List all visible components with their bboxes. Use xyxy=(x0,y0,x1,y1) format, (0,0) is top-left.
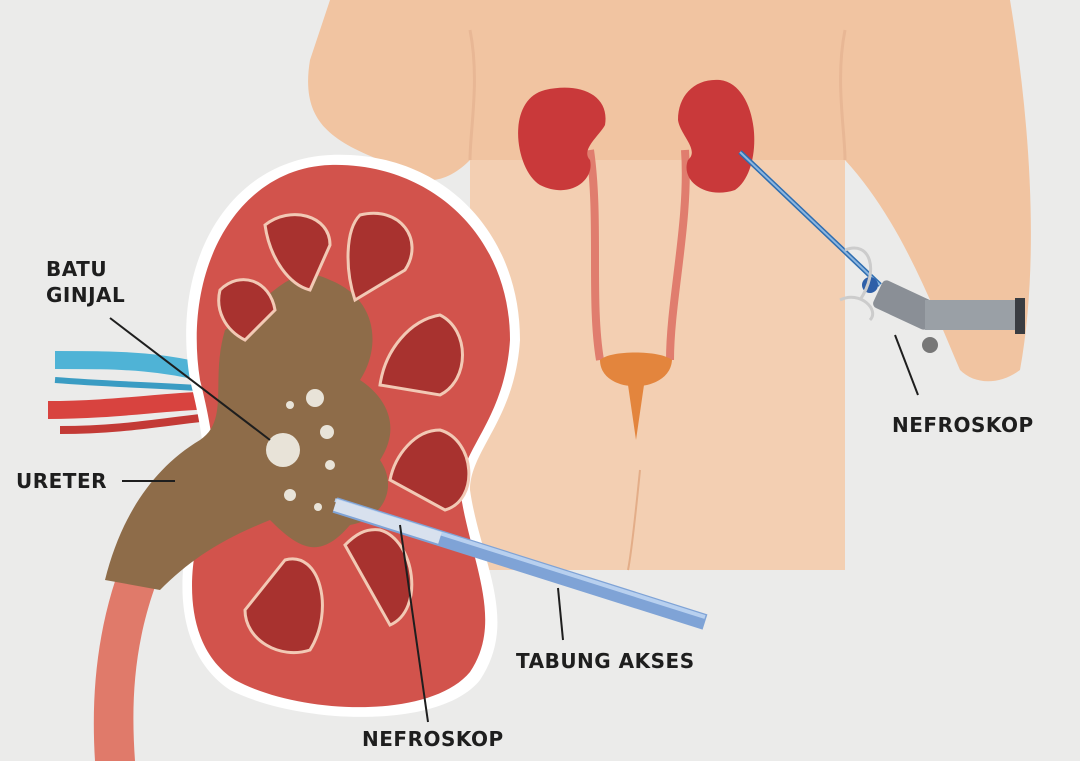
label-kidney-stone: BATU GINJAL xyxy=(46,256,125,308)
kidney-stones xyxy=(266,389,335,511)
label-nephroscope-bottom: NEFROSKOP xyxy=(358,726,508,752)
leader-lines xyxy=(109,317,919,723)
nephroscope-device xyxy=(738,150,1025,353)
label-line-1: BATU xyxy=(46,257,108,281)
kidney-cross-section xyxy=(105,154,521,717)
label-line-2: GINJAL xyxy=(46,283,126,307)
urinary-system xyxy=(518,79,755,440)
label-access-tube: TABUNG AKSES xyxy=(512,648,699,674)
renal-pyramids xyxy=(217,211,471,655)
renal-pelvis xyxy=(105,274,391,590)
access-tube xyxy=(332,497,708,630)
label-nephroscope-right: NEFROSKOP xyxy=(888,412,1038,438)
label-ureter: URETER xyxy=(12,468,112,494)
